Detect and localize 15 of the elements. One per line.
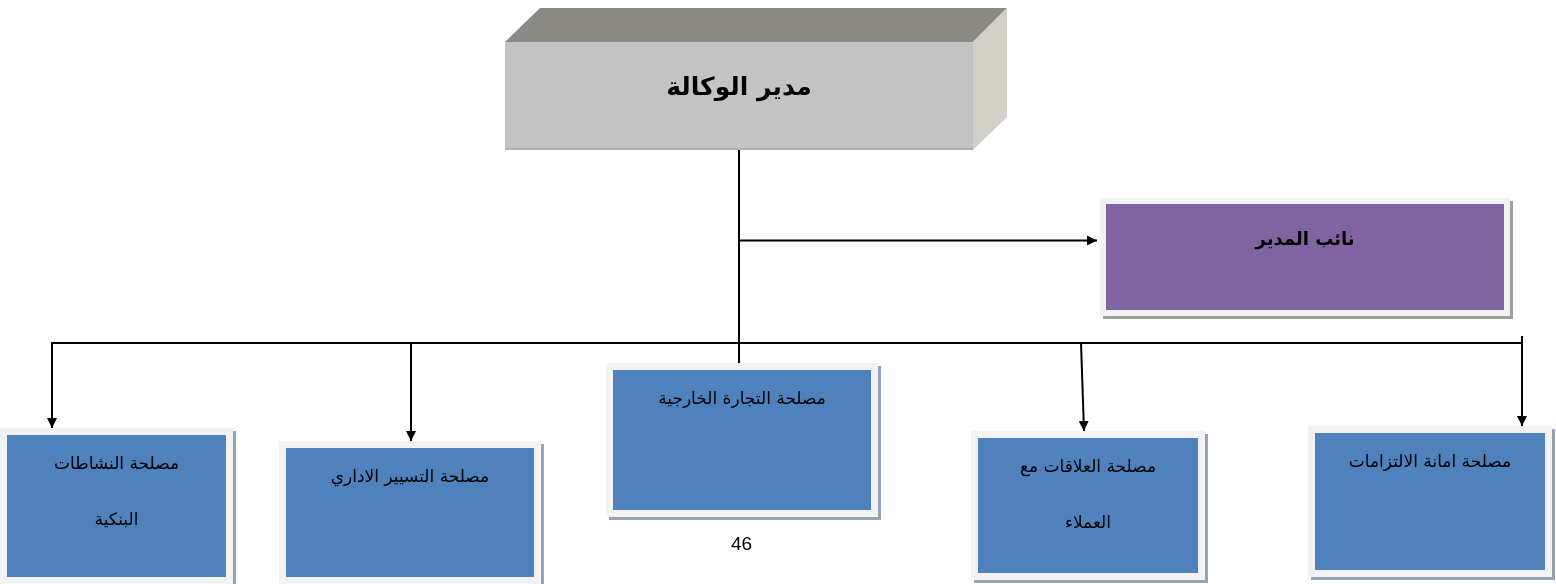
box-title: مصلحة التسيير الاداري <box>329 465 491 489</box>
box-title: مصلحة العلاقات مع العملاء <box>1018 455 1158 534</box>
department-box <box>606 363 878 517</box>
department-box <box>1308 426 1552 577</box>
page-number: 46 <box>731 533 753 555</box>
box-title: نائب المدير <box>1255 228 1355 249</box>
department-box <box>279 441 541 584</box>
box-title: مصلحة النشاطات البنكية <box>52 452 181 531</box>
box-title: مصلحة التجارة الخارجية <box>657 387 827 410</box>
director-box <box>505 42 973 150</box>
box-title: مصلحة امانة الالتزامات <box>1347 450 1513 473</box>
department-box <box>0 428 233 584</box>
box-title: مدير الوكالة <box>666 72 812 101</box>
department-box <box>971 431 1205 580</box>
deputy-box <box>1100 198 1510 316</box>
